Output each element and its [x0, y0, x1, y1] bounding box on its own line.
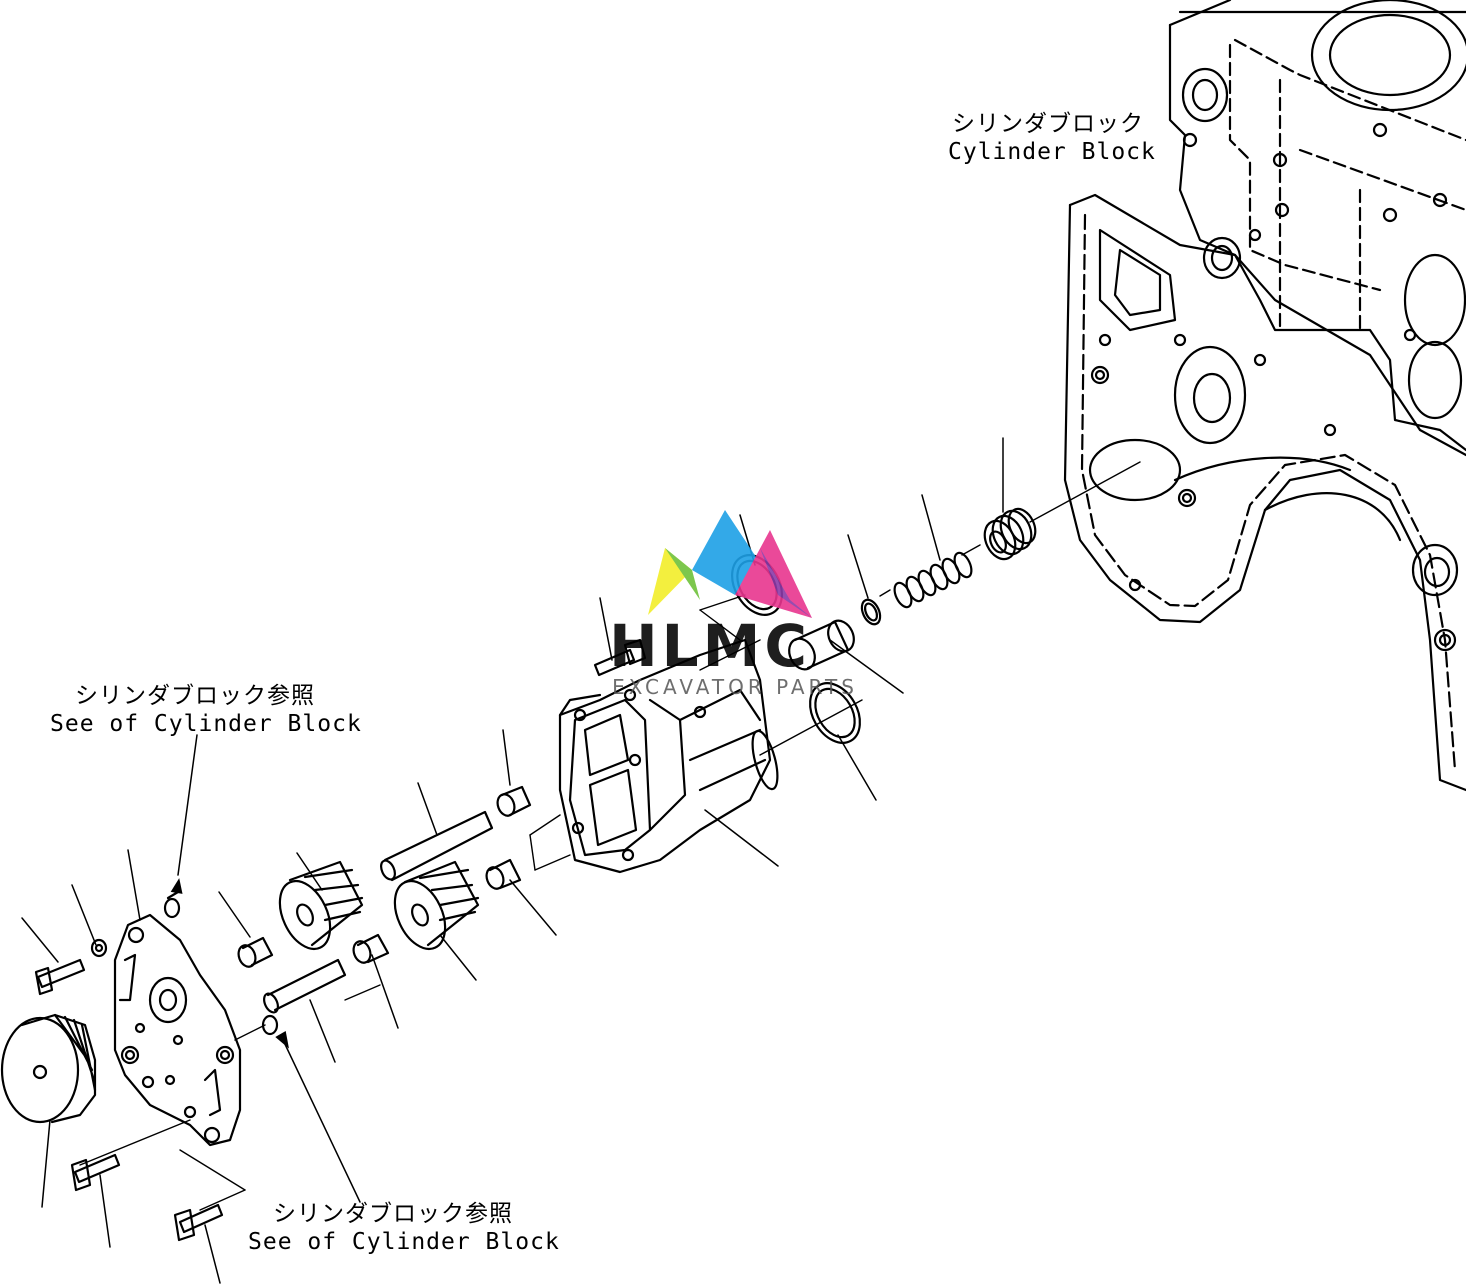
bushing-lower-drawing: [352, 933, 390, 964]
watermark-title: HLMC: [609, 612, 811, 680]
washer-drawing: [90, 938, 108, 958]
driven-gear-drawing: [278, 860, 364, 951]
assembly-axis-lines: [79, 461, 1141, 1211]
cylinder-block-label-en: Cylinder Block: [948, 139, 1156, 165]
bushing-left-drawing: [237, 936, 274, 968]
drive-gear-drawing: [393, 860, 480, 951]
cover-bolt-lower-drawing: [173, 1203, 224, 1242]
watermark-logo: [648, 510, 812, 618]
see-cylinder-block-upper-jp: シリンダブロック参照: [75, 683, 315, 709]
see-cylinder-block-upper-en: See of Cylinder Block: [50, 711, 362, 737]
shaft-short-drawing: [263, 958, 347, 1014]
leader-lines: [21, 437, 1004, 1284]
cover-bolt-middle-drawing: [70, 1153, 121, 1192]
pointer-arrows: [170, 878, 289, 1049]
pump-pulley-drawing: [0, 1013, 97, 1124]
shaft-long-drawing: [380, 810, 494, 882]
bushing-upper-drawing: [496, 785, 532, 817]
cylinder-block-label-jp: シリンダブロック: [952, 111, 1144, 137]
relief-spring-drawing: [893, 551, 973, 609]
dowel-pin-upper-drawing: [163, 890, 181, 919]
cover-bolt-upper-drawing: [34, 958, 86, 996]
see-cylinder-block-lower-en: See of Cylinder Block: [248, 1229, 560, 1255]
watermark-subtitle: EXCAVATOR PARTS: [612, 675, 858, 699]
cylinder-block-label: シリンダブロック Cylinder Block: [948, 110, 1156, 166]
relief-valve-drawing: [788, 619, 855, 671]
snap-ring-drawing: [860, 598, 882, 626]
gear-case-drawing: [1063, 193, 1466, 792]
o-ring-lower-drawing: [809, 682, 861, 744]
see-cylinder-block-label-lower: シリンダブロック参照 See of Cylinder Block: [248, 1200, 560, 1256]
see-cylinder-block-label-upper: シリンダブロック参照 See of Cylinder Block: [50, 682, 362, 738]
pump-bolt-upper-drawing: [593, 638, 647, 677]
bushing-middle-drawing: [485, 858, 522, 890]
pump-body-drawing: [558, 638, 779, 874]
cylinder-block-drawing: [1168, 0, 1466, 452]
relief-plug-drawing: [983, 507, 1037, 561]
dowel-pin-lower-drawing: [261, 1014, 279, 1036]
pump-cover-drawing: [113, 913, 242, 1147]
see-cylinder-block-lower-jp: シリンダブロック参照: [273, 1201, 513, 1227]
